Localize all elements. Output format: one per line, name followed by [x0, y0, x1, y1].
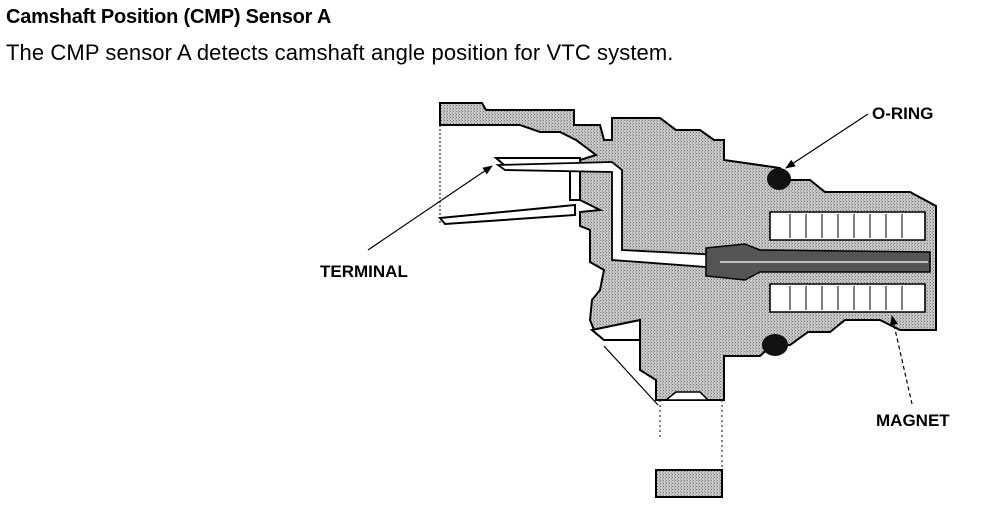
callout-o-ring: O-RING — [872, 104, 934, 123]
callout-magnet: MAGNET — [876, 411, 950, 430]
lower-flange-cutout — [589, 318, 641, 341]
connector-prong-lower — [438, 203, 576, 226]
o-ring-top — [767, 168, 791, 190]
terminal-leader-arrow — [367, 165, 493, 251]
magnet-leader-arrow — [890, 315, 913, 405]
o-ring-bottom — [762, 334, 788, 356]
connector-outline — [439, 125, 723, 470]
page-description: The CMP sensor A detects camshaft angle … — [6, 40, 674, 65]
magnet-assembly — [769, 211, 926, 313]
callout-terminal: TERMINAL — [320, 262, 408, 281]
page-title: Camshaft Position (CMP) Sensor A — [6, 6, 332, 28]
mounting-tab — [655, 469, 723, 498]
o-ring-leader-arrow — [785, 113, 869, 169]
